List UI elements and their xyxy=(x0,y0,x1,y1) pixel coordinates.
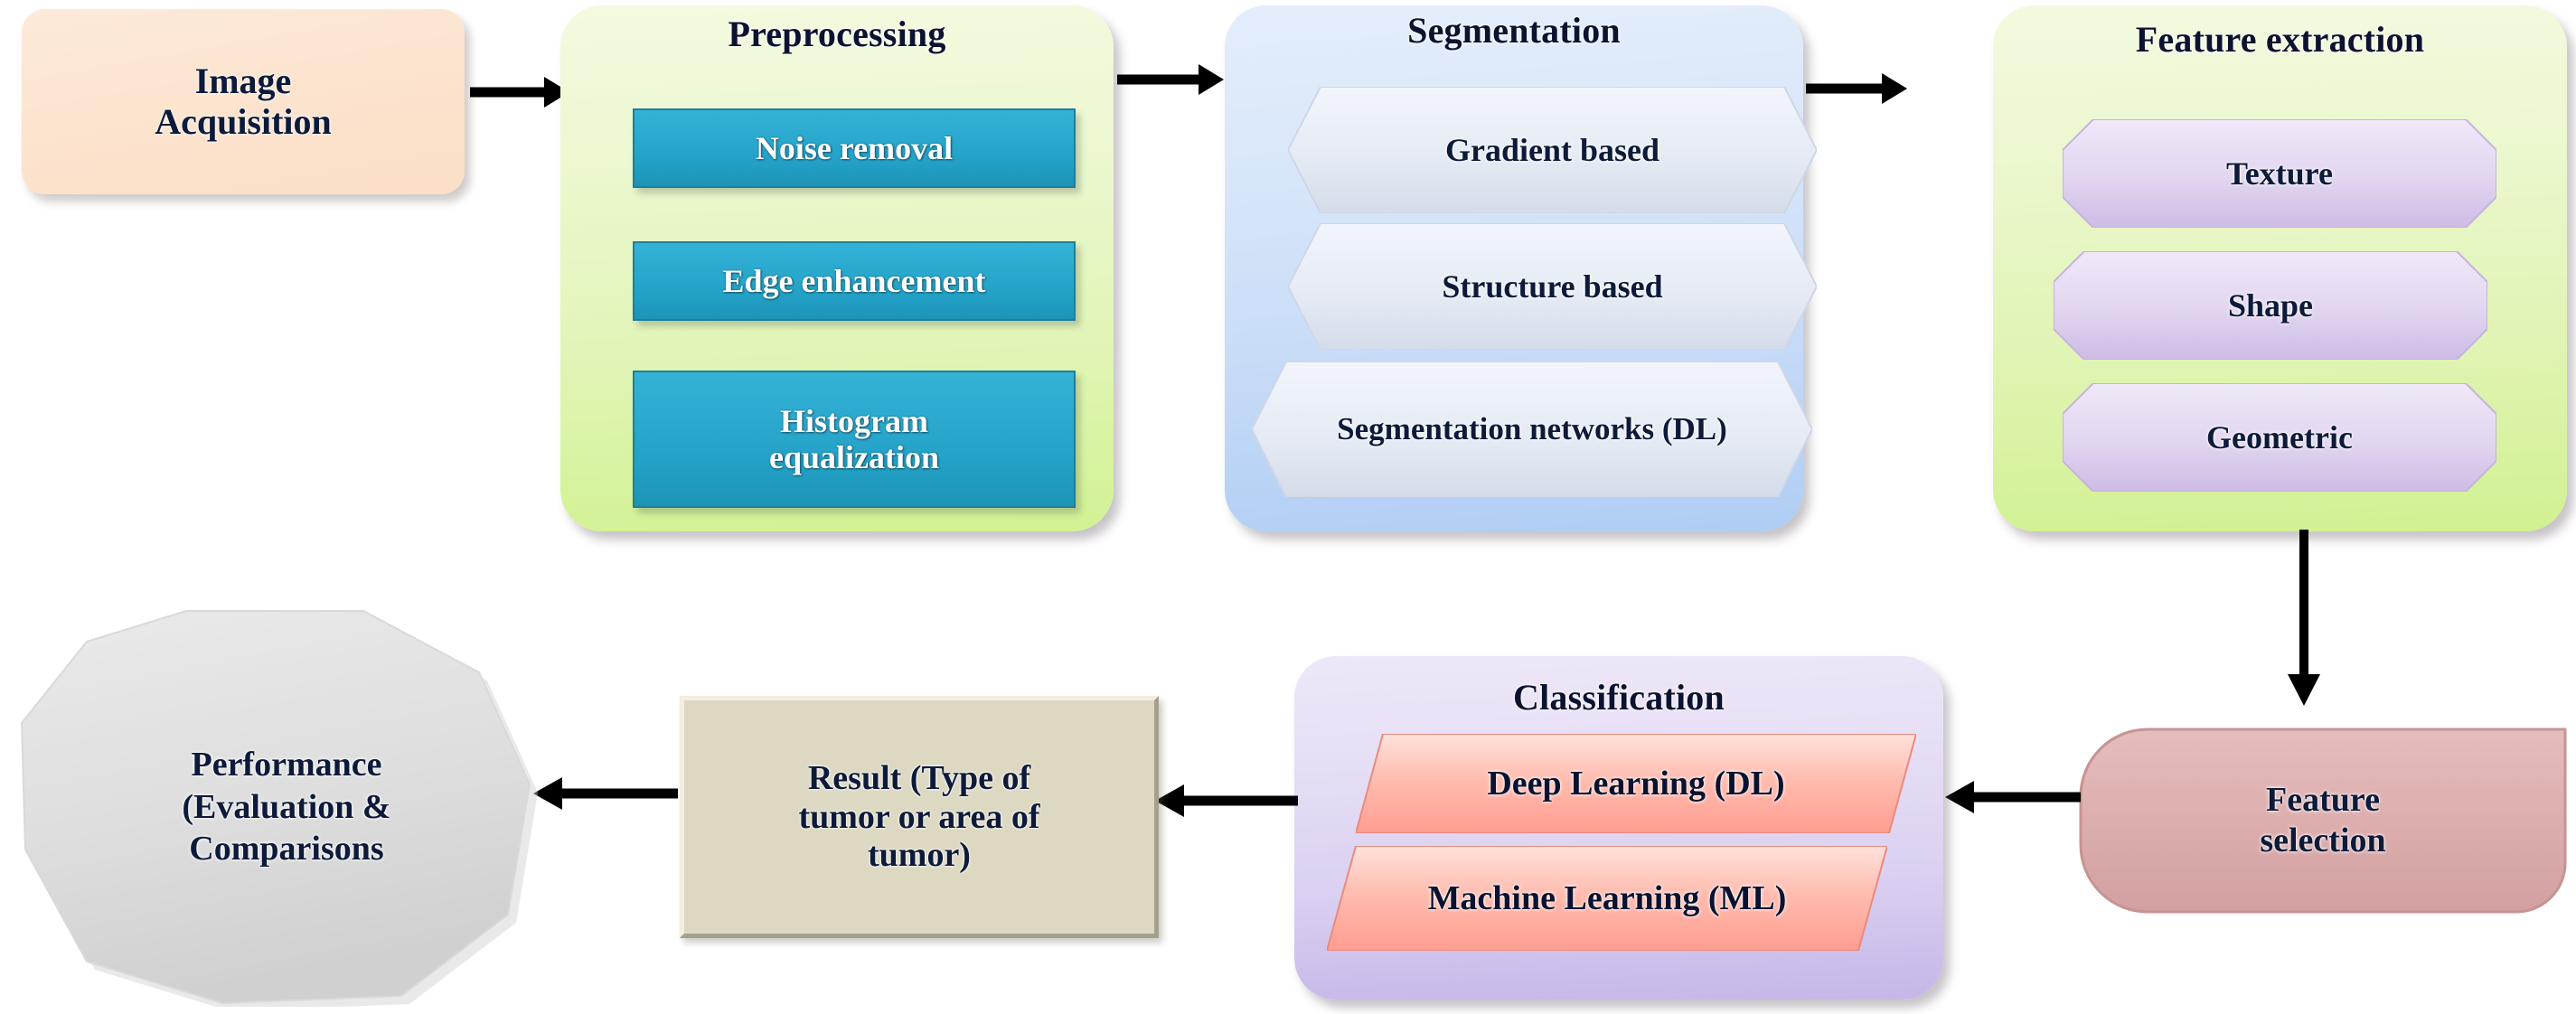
segmentation-item-label: Structure based xyxy=(1442,268,1663,305)
segmentation-title: Segmentation xyxy=(1407,10,1621,51)
classification-item-label: Machine Learning (ML) xyxy=(1427,879,1787,917)
feature-extraction-item-label: Texture xyxy=(2225,155,2333,192)
image-acquisition-label: Image Acquisition xyxy=(155,60,332,142)
preprocessing-item-edge-enhancement[interactable]: Edge enhancement xyxy=(633,241,1076,321)
arrow-feature-selection-to-classification xyxy=(1945,779,2081,815)
performance-label: Performance (Evaluation & Comparisons xyxy=(182,746,391,868)
node-feature-selection[interactable]: Feature selection xyxy=(2070,718,2576,922)
classification-item-machine-learning[interactable]: Machine Learning (ML) xyxy=(1327,846,1887,951)
preprocessing-item-label: Noise removal xyxy=(755,129,954,166)
feature-extraction-item-geometric[interactable]: Geometric xyxy=(2063,383,2496,492)
result-label: Result (Type of tumor or area of tumor) xyxy=(798,759,1040,875)
node-image-acquisition[interactable]: Image Acquisition xyxy=(22,9,465,194)
classification-title: Classification xyxy=(1513,677,1725,718)
feature-extraction-item-texture[interactable]: Texture xyxy=(2063,119,2496,228)
arrow-acquisition-to-preprocessing xyxy=(470,74,569,110)
preprocessing-item-noise-removal[interactable]: Noise removal xyxy=(633,108,1076,188)
preprocessing-item-label: Histogram equalization xyxy=(768,402,939,475)
preprocessing-item-label: Edge enhancement xyxy=(722,262,986,299)
arrow-classification-to-result xyxy=(1155,783,1298,819)
segmentation-item-segmentation-networks[interactable]: Segmentation networks (DL) xyxy=(1252,361,1812,497)
segmentation-item-label: Segmentation networks (DL) xyxy=(1337,411,1727,446)
feature-extraction-title: Feature extraction xyxy=(2135,19,2425,60)
segmentation-item-gradient-based[interactable]: Gradient based xyxy=(1288,87,1817,213)
arrow-result-to-performance xyxy=(533,775,678,812)
classification-item-label: Deep Learning (DL) xyxy=(1487,765,1785,803)
segmentation-item-label: Gradient based xyxy=(1444,132,1660,168)
feature-extraction-item-shape[interactable]: Shape xyxy=(2054,251,2487,360)
segmentation-item-structure-based[interactable]: Structure based xyxy=(1288,223,1817,350)
feature-extraction-item-label: Shape xyxy=(2227,287,2314,324)
feature-extraction-item-label: Geometric xyxy=(2206,419,2353,455)
preprocessing-title: Preprocessing xyxy=(728,14,946,54)
node-result[interactable]: Result (Type of tumor or area of tumor) xyxy=(680,696,1159,938)
preprocessing-item-histogram-equalization[interactable]: Histogram equalization xyxy=(633,371,1076,508)
arrow-segmentation-to-feature-extraction xyxy=(1806,70,1907,107)
arrow-feature-extraction-to-feature-selection xyxy=(2284,530,2324,706)
classification-item-deep-learning[interactable]: Deep Learning (DL) xyxy=(1356,734,1916,833)
feature-selection-label: Feature selection xyxy=(2260,781,2386,859)
arrow-preprocessing-to-segmentation xyxy=(1117,61,1224,98)
node-performance[interactable]: Performance (Evaluation & Comparisons xyxy=(9,607,541,1007)
